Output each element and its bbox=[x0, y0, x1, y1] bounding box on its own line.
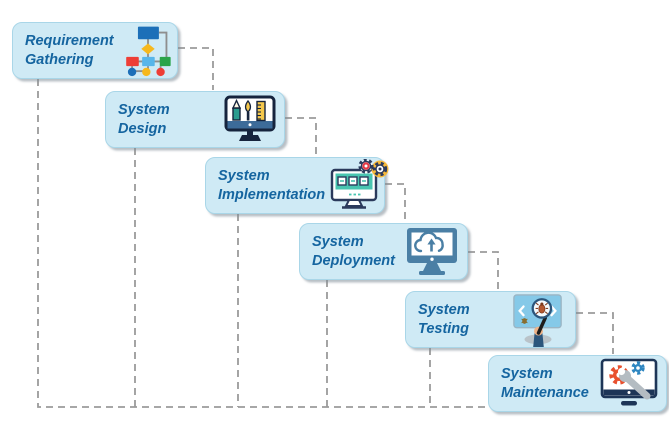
step-label: System Maintenance bbox=[501, 365, 589, 401]
connector-step4-step5 bbox=[468, 251, 499, 290]
connector-step5-step6 bbox=[576, 312, 614, 354]
step-label: System Design bbox=[118, 101, 170, 137]
gears-window-monitor-icon bbox=[329, 158, 389, 213]
step-label: Requirement Gathering bbox=[25, 32, 114, 68]
connector-step3-step4 bbox=[385, 183, 406, 222]
connector-step1-step2 bbox=[178, 47, 214, 90]
cloud-upload-monitor-icon bbox=[403, 226, 461, 278]
feedback-line-step1 bbox=[37, 79, 486, 408]
step-requirement-gathering: Requirement Gathering bbox=[12, 22, 178, 79]
gear-wrench-monitor-icon bbox=[598, 358, 660, 410]
flowchart-icon bbox=[118, 25, 178, 77]
step-system-maintenance: System Maintenance bbox=[488, 355, 667, 412]
step-label: System Deployment bbox=[312, 233, 395, 269]
bug-search-magnifier-icon bbox=[507, 293, 569, 347]
connector-step2-step3 bbox=[285, 117, 317, 156]
step-system-implementation: System Implementation bbox=[205, 157, 389, 214]
step-label: System Implementation bbox=[218, 167, 326, 203]
design-tools-monitor-icon bbox=[222, 95, 278, 145]
step-system-testing: System Testing bbox=[405, 291, 576, 348]
step-label: System Testing bbox=[418, 301, 470, 337]
step-system-design: System Design bbox=[105, 91, 285, 148]
step-system-deployment: System Deployment bbox=[299, 223, 468, 280]
